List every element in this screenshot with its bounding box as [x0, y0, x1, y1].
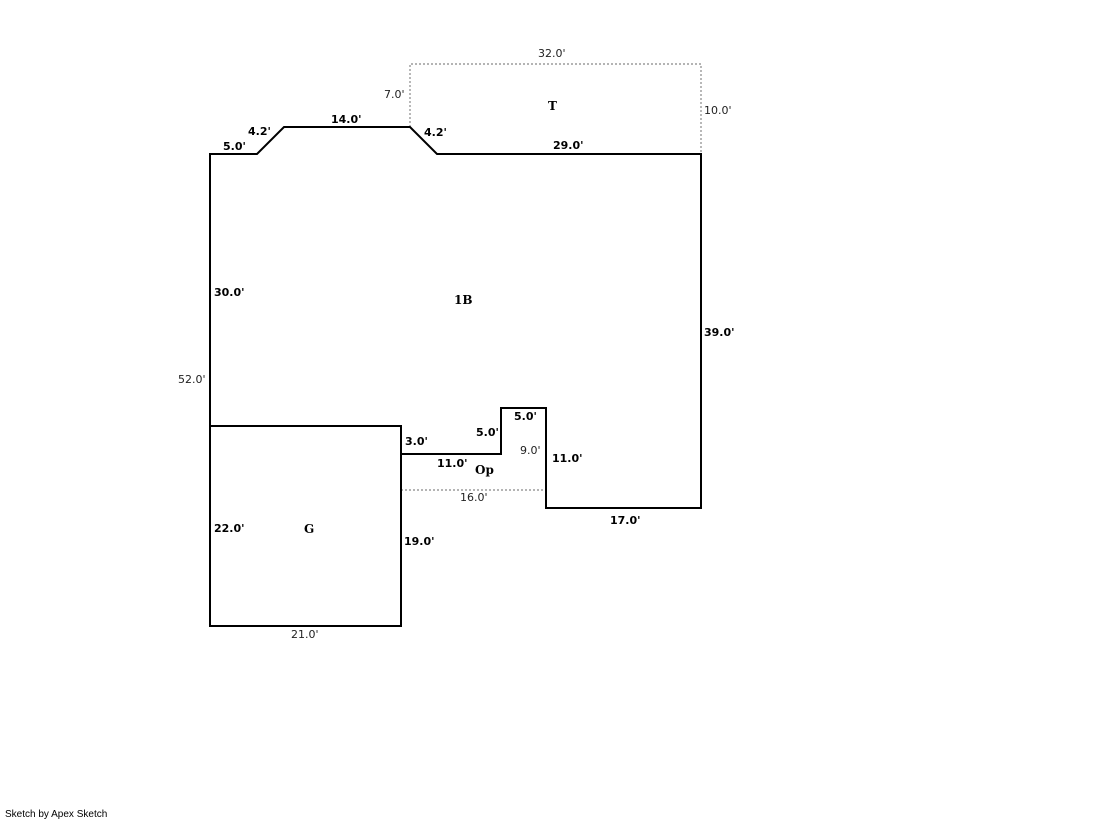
- dim-overall-left: 52.0': [178, 373, 206, 386]
- dim-right-bevel: 4.2': [424, 126, 447, 139]
- dim-porch-open-bottom: 16.0': [460, 491, 488, 504]
- dim-top-middle: 14.0': [331, 113, 362, 126]
- dim-top-left: 7.0': [384, 88, 405, 101]
- dim-main-left: 30.0': [214, 286, 245, 299]
- area-label-main: 1B: [454, 293, 473, 307]
- footer-credit: Sketch by Apex Sketch: [5, 809, 108, 820]
- dim-porch-right-outer: 11.0': [552, 452, 583, 465]
- garage-outline: [209, 425, 402, 627]
- dim-main-bottom-right: 17.0': [610, 514, 641, 527]
- dim-porch-step-up: 3.0': [405, 435, 428, 448]
- dim-garage-left: 22.0': [214, 522, 245, 535]
- area-label-garage: G: [304, 522, 314, 536]
- dim-porch-inner-bottom: 11.0': [437, 457, 468, 470]
- dim-garage-right: 19.0': [404, 535, 435, 548]
- dim-porch-top: 5.0': [514, 410, 537, 423]
- area-label-top: T: [548, 99, 557, 113]
- dim-top-right: 10.0': [704, 104, 732, 117]
- dim-garage-bottom: 21.0': [291, 628, 319, 641]
- area-label-porch: Op: [475, 463, 494, 477]
- dim-top-width: 32.0': [538, 47, 566, 60]
- dim-left-bevel: 4.2': [248, 125, 271, 138]
- dim-left-step: 5.0': [223, 140, 246, 153]
- dim-porch-step-vertical: 5.0': [476, 426, 499, 439]
- dim-main-right: 39.0': [704, 326, 735, 339]
- dim-porch-right-inner: 9.0': [520, 444, 541, 457]
- dim-top-bottom: 29.0': [553, 139, 584, 152]
- main-area-outline: [209, 126, 702, 509]
- top-area-outline: [409, 63, 702, 154]
